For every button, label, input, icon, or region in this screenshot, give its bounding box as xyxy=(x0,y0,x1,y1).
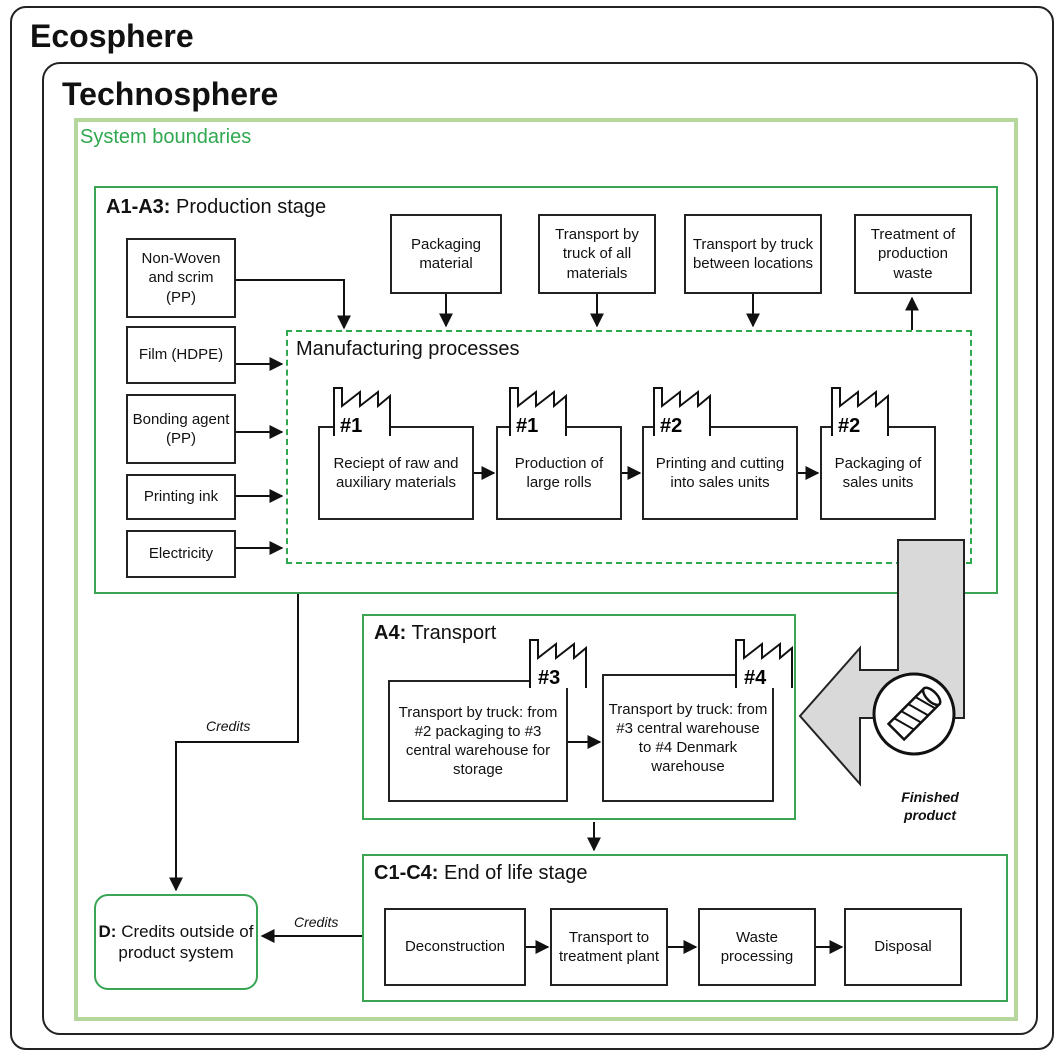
input-box-transport-all-materials: Transport by truck of all materials xyxy=(538,214,656,294)
site-number: #1 xyxy=(516,415,538,437)
ecosphere-title: Ecosphere xyxy=(30,18,194,54)
input-box-electricity: Electricity xyxy=(126,530,236,578)
technosphere-title: Technosphere xyxy=(62,76,279,112)
finished-product-label: Finished product xyxy=(884,788,976,824)
transport-step-to-central-warehouse: Transport by truck: from #2 packaging to… xyxy=(388,680,568,802)
process-step-printing-cutting: Printing and cutting into sales units xyxy=(642,426,798,520)
manufacturing-processes-box xyxy=(286,330,972,564)
input-box-transport-between-locations: Transport by truck between locations xyxy=(684,214,822,294)
finished-product-flow-arrow xyxy=(798,539,965,787)
rolled-product-icon xyxy=(872,672,956,756)
site-number: #4 xyxy=(744,667,767,689)
credits-label-vertical: Credits xyxy=(206,718,251,734)
site-number: #1 xyxy=(340,415,362,437)
input-box-film: Film (HDPE) xyxy=(126,326,236,384)
input-box-printing-ink: Printing ink xyxy=(126,474,236,520)
transport-stage-name: Transport xyxy=(411,622,497,644)
ecosphere-frame xyxy=(10,6,1054,1050)
output-box-production-waste: Treatment of production waste xyxy=(854,214,972,294)
production-stage-code: A1-A3: xyxy=(106,196,171,218)
finished-product-line1: Finished xyxy=(901,789,959,805)
factory-icon: #2 xyxy=(831,387,889,437)
end-of-life-stage-title: C1-C4: End of life stage xyxy=(374,862,587,885)
factory-icon: #4 xyxy=(735,639,793,689)
input-box-packaging-material: Packaging material xyxy=(390,214,502,294)
process-step-packaging: Packaging of sales units xyxy=(820,426,936,520)
credits-label-horizontal: Credits xyxy=(294,914,339,930)
eol-step-deconstruction: Deconstruction xyxy=(384,908,526,986)
factory-icon: #2 xyxy=(653,387,711,437)
input-arrows xyxy=(169,279,919,954)
credits-box-label: Credits outside of product system xyxy=(118,921,254,962)
production-stage-box xyxy=(94,186,998,594)
manufacturing-processes-title: Manufacturing processes xyxy=(296,338,520,360)
transport-stage-code: A4: xyxy=(374,622,407,644)
end-of-life-stage-code: C1-C4: xyxy=(374,862,439,884)
factory-icon: #1 xyxy=(509,387,567,437)
system-boundaries-frame xyxy=(74,118,1018,1021)
eol-step-transport-to-treatment: Transport to treatment plant xyxy=(550,908,668,986)
eol-step-waste-processing: Waste processing xyxy=(698,908,816,986)
credits-box-code: D: xyxy=(98,921,117,941)
site-number: #2 xyxy=(660,415,682,437)
factory-icon: #3 xyxy=(529,639,587,689)
transport-step-to-denmark-warehouse: Transport by truck: from #3 central ware… xyxy=(602,674,774,802)
production-stage-title: A1-A3: Production stage xyxy=(106,196,326,219)
production-stage-name: Production stage xyxy=(176,196,327,218)
transport-stage-box xyxy=(362,614,796,820)
factory-icon: #1 xyxy=(333,387,391,437)
site-number: #2 xyxy=(838,415,860,437)
process-step-large-rolls: Production of large rolls xyxy=(496,426,622,520)
end-of-life-stage-name: End of life stage xyxy=(444,862,588,884)
transport-stage-title: A4: Transport xyxy=(374,622,496,645)
end-of-life-stage-box xyxy=(362,854,1008,1002)
technosphere-frame xyxy=(42,62,1038,1035)
eol-step-disposal: Disposal xyxy=(844,908,962,986)
site-number: #3 xyxy=(538,667,560,689)
input-box-bonding-agent: Bonding agent (PP) xyxy=(126,394,236,464)
finished-product-line2: product xyxy=(903,807,957,824)
input-box-nonwoven: Non-Woven and scrim (PP) xyxy=(126,238,236,318)
credits-outside-box: D: Credits outside of product system xyxy=(94,894,258,990)
system-boundaries-title: System boundaries xyxy=(80,126,252,148)
process-step-receipt: Reciept of raw and auxiliary materials xyxy=(318,426,474,520)
